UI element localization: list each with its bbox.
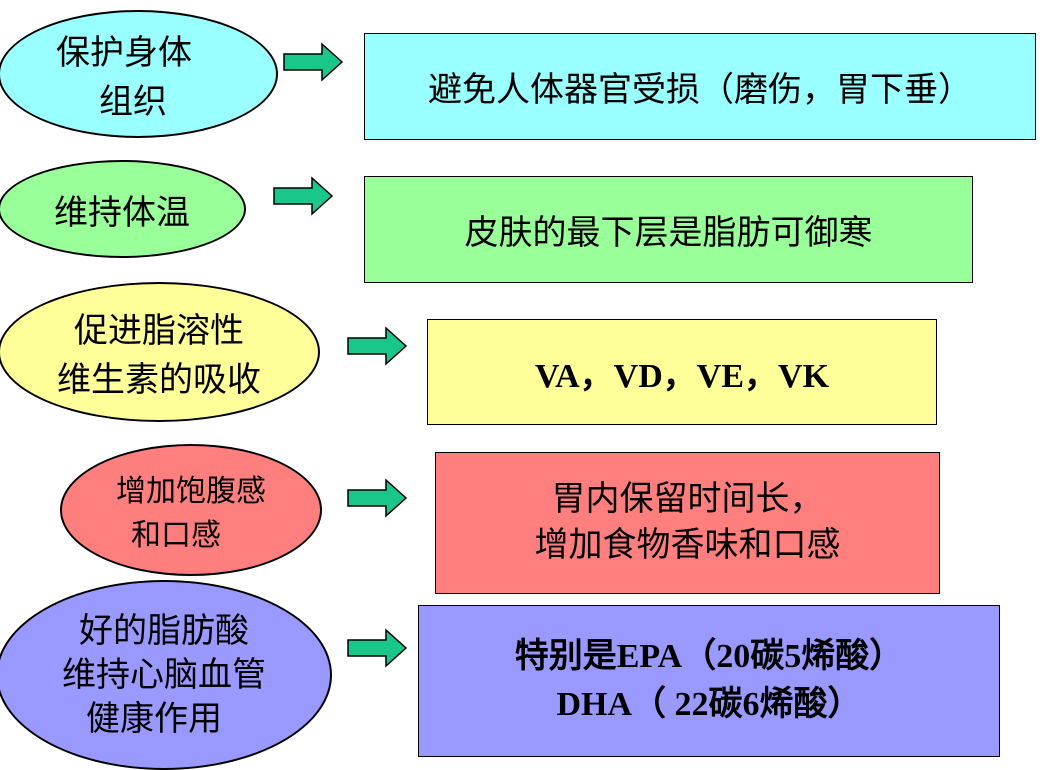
box-text: 增加食物香味和口感 [534, 525, 841, 565]
ellipse-text: 促进脂溶性 [74, 311, 244, 351]
box-avoid-damage: 避免人体器官受损（磨伤，胃下垂） [364, 33, 1036, 140]
ellipse-text: 增加饱腹感 [116, 474, 266, 509]
ellipse-satiety: 增加饱腹感 和口感 [60, 444, 322, 576]
ellipse-text: 维持体温 [54, 192, 190, 233]
box-vitamins: VA，VD，VE，VK [427, 319, 937, 425]
box-text: 避免人体器官受损（磨伤，胃下垂） [428, 70, 972, 110]
box-epa-dha: 特别是EPA（20碳5烯酸） DHA（ 22碳6烯酸） [418, 605, 1000, 757]
ellipse-body-temperature: 维持体温 [0, 160, 246, 258]
right-arrow-icon [273, 176, 334, 216]
right-arrow-icon [347, 326, 408, 366]
box-text: DHA（ 22碳6烯酸） [556, 686, 862, 723]
box-stomach-retention: 胃内保留时间长， 增加食物香味和口感 [435, 452, 940, 594]
box-skin-fat: 皮肤的最下层是脂肪可御寒 [364, 176, 973, 283]
ellipse-text: 维生素的吸收 [57, 360, 261, 400]
box-text: VA，VD，VE，VK [534, 357, 830, 395]
box-text: 皮肤的最下层是脂肪可御寒 [464, 213, 873, 253]
ellipse-text: 好的脂肪酸 [79, 610, 249, 651]
right-arrow-icon [347, 628, 408, 668]
box-text: 特别是EPA（20碳5烯酸） [514, 638, 904, 676]
ellipse-vitamin-absorption: 促进脂溶性 维生素的吸收 [0, 282, 320, 422]
right-arrow-icon [283, 42, 344, 82]
ellipse-text: 维持心脑血管 [62, 654, 266, 695]
ellipse-text: 组织 [99, 82, 167, 122]
ellipse-text: 健康作用 [86, 699, 222, 740]
ellipse-good-fatty-acids: 好的脂肪酸 维持心脑血管 健康作用 [0, 580, 332, 770]
box-text: 胃内保留时间长， [551, 479, 824, 520]
ellipse-protect-tissue: 保护身体 组织 [0, 10, 278, 138]
right-arrow-icon [347, 478, 408, 518]
ellipse-text: 和口感 [131, 518, 221, 553]
ellipse-text: 保护身体 [56, 33, 192, 73]
